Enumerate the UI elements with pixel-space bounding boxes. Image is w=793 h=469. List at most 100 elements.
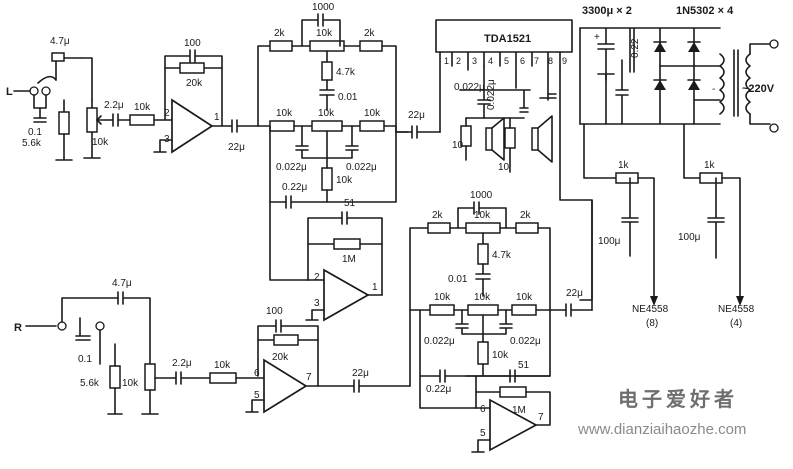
lower-fb-res-label: 1M	[512, 405, 526, 416]
watermark-cn: 电子爱好者	[618, 387, 738, 411]
watermark-url: www.dianziaihaozhe.com	[577, 421, 746, 438]
left-volume-pot	[86, 107, 98, 133]
filter-cap1-plus: +	[594, 32, 600, 43]
lower-top-res-right-label: 2k	[520, 210, 532, 221]
right-input-section: R 4.7μ 0.1 5.6k 10k 2.2μ 10k	[14, 278, 265, 415]
right-preamp-opamp: 6 5 7 100 20k 22μ	[245, 306, 411, 414]
lower-mid-res-left-label: 10k	[434, 292, 451, 303]
lower-wiper-cap-label: 0.01	[448, 274, 468, 285]
upper-top-pot-label: 10k	[316, 28, 333, 39]
lower-cap-right-label: 0.022μ	[510, 336, 541, 347]
upper-out-cap-label: 22μ	[408, 110, 425, 121]
right-pot-label: 10k	[122, 378, 139, 389]
power-supply: 3300μ × 2 1N5302 × 4 + 0.22 -	[579, 5, 779, 329]
chip-pin-8: 8	[548, 56, 553, 66]
upper-wiper-cap-label: 0.01	[338, 92, 358, 103]
lower-mid-res-right-label: 10k	[516, 292, 533, 303]
rail-res-right-label: 1k	[704, 160, 716, 171]
lower-mid-pot-label: 10k	[474, 292, 491, 303]
upper-mid-pot-label: 10k	[318, 108, 335, 119]
lower-top-cap-label: 1000	[470, 190, 493, 201]
left-input-jack	[29, 86, 39, 96]
upper-top-pot	[309, 40, 345, 52]
upper-opamp-pin-inv: 2	[314, 272, 320, 283]
speaker-right-icon	[531, 115, 553, 163]
right-in-cap-label: 4.7μ	[112, 278, 132, 289]
chip-res-a-label: 10	[452, 140, 464, 151]
left-fb-cap-label: 100	[184, 38, 201, 49]
filter-caps-label: 3300μ × 2	[582, 5, 632, 17]
left-fb-resistor	[179, 62, 205, 74]
left-out-cap-label: 22μ	[228, 142, 245, 153]
diode-3-icon	[654, 80, 666, 90]
left-in-res-label: 10k	[134, 102, 151, 113]
left-input-section: L 0.1 4.7μ 5.6k 10k 2.2μ 10k	[6, 36, 173, 161]
left-shunt-cap-label: 0.1	[28, 127, 42, 138]
rail-right-label: NE4558	[718, 304, 755, 315]
upper-tone-opamp: 2 3 1	[305, 268, 383, 322]
chip-cap-a-label: 0.022μ	[454, 82, 485, 93]
left-preamp-opamp: 2 3 1 100 20k 22μ	[153, 38, 259, 154]
upper-top-res-right-label: 2k	[364, 28, 376, 39]
right-in-res-label: 10k	[214, 360, 231, 371]
upper-opamp-pin-noninv: 3	[314, 298, 320, 309]
left-opamp-pin-inv: 2	[164, 108, 170, 119]
upper-top-cap-label: 1000	[312, 2, 335, 13]
diodes-label: 1N5302 × 4	[676, 5, 734, 17]
lower-wiper-res-label: 4.7k	[492, 250, 512, 261]
chip-pin-2: 2	[456, 56, 461, 66]
rail-right-pin-label: (4)	[730, 318, 742, 329]
rail-res-left-label: 1k	[618, 160, 630, 171]
left-in-cap-label: 4.7μ	[50, 36, 70, 47]
bridge-rectifier: -	[653, 27, 721, 125]
left-input-jack-ring	[41, 86, 51, 96]
lower-opamp-pin-out: 7	[538, 412, 544, 423]
upper-wiper-res-label: 4.7k	[336, 67, 356, 78]
upper-tone-network: 2k 10k 2k 1000 4.7k 0.01 10k 10k 10k 10 …	[257, 2, 441, 296]
chip-label: TDA1521	[484, 33, 531, 45]
right-opamp-pin-noninv: 5	[254, 390, 260, 401]
right-shunt-cap-label: 0.1	[78, 354, 92, 365]
rail-left-pin-label: (8)	[646, 318, 658, 329]
tda1521-chip: TDA1521 1 2 3 4 5 6 7 8 9 0.022μ 0.022μ …	[435, 19, 593, 301]
upper-cap-right-label: 0.022μ	[346, 162, 377, 173]
chip-pin-1: 1	[444, 56, 449, 66]
watermark: 电子爱好者 www.dianziaihaozhe.com	[577, 387, 746, 438]
right-input-jack-ring	[95, 321, 105, 331]
left-fb-res-label: 20k	[186, 78, 203, 89]
upper-fb-cap-label: 51	[344, 198, 356, 209]
chip-pin-7: 7	[534, 56, 539, 66]
lower-cap-left-label: 0.022μ	[424, 336, 455, 347]
right-coupling-cap-label: 2.2μ	[172, 358, 192, 369]
rail-cap-right-label: 100μ	[678, 232, 701, 243]
rail-cap-left-label: 100μ	[598, 236, 621, 247]
upper-bottom-cap-label: 0.22μ	[282, 182, 307, 193]
right-fb-res-label: 20k	[272, 352, 289, 363]
chip-pin-4: 4	[488, 56, 493, 66]
upper-center-res-label: 10k	[336, 175, 353, 186]
mid-cap-label: 0.22	[630, 38, 641, 58]
chip-pin-6: 6	[520, 56, 525, 66]
mains-label: ~220V	[742, 83, 775, 95]
upper-top-res-left-label: 2k	[274, 28, 286, 39]
lower-tone-network: 2k 10k 2k 1000 4.7k 0.01 10k 10k 10k 22μ…	[409, 190, 593, 425]
left-shunt-resistor	[58, 111, 70, 135]
diode-2-icon	[688, 42, 700, 52]
right-fb-cap-label: 100	[266, 306, 283, 317]
upper-mid-res-left-label: 10k	[276, 108, 293, 119]
speaker-left-icon	[485, 117, 505, 161]
lower-opamp-pin-inv: 6	[480, 404, 486, 415]
diode-1-icon	[654, 42, 666, 52]
left-input-label: L	[6, 86, 13, 98]
lower-top-pot-label: 10k	[474, 210, 491, 221]
left-pot-label: 10k	[92, 137, 109, 148]
lower-out-cap-label: 22μ	[566, 288, 583, 299]
minus-sign: -	[712, 84, 715, 95]
lower-tone-opamp: 6 5 7	[471, 398, 551, 453]
upper-fb-res-label: 1M	[342, 254, 356, 265]
lower-opamp-pin-noninv: 5	[480, 428, 486, 439]
transformer-icon	[719, 39, 779, 133]
lower-top-res-left-label: 2k	[432, 210, 444, 221]
chip-cap-b-label: 0.022μ	[486, 79, 497, 110]
lower-fb-cap-label: 51	[518, 360, 530, 371]
